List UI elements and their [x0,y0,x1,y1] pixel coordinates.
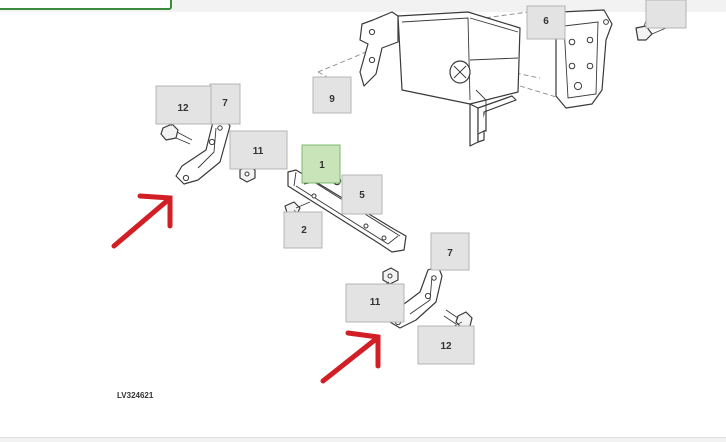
callout-9-label: 9 [329,94,335,105]
frame-assembly [317,9,667,147]
callout-6-label: 6 [543,16,549,27]
callout-7-lower[interactable]: 7 [430,232,470,271]
callout-7-upper[interactable]: 7 [209,83,241,125]
callout-6[interactable]: 6 [526,5,566,40]
red-arrow-upper [111,193,173,249]
callout-9[interactable]: 9 [312,76,352,114]
active-tab[interactable] [0,0,172,10]
callout-2-label: 2 [301,225,307,236]
callout-7-upper-label: 7 [222,98,228,109]
callout-1[interactable]: 1 [301,144,341,184]
callout-11-upper-label: 11 [253,146,264,157]
callout-5-label: 5 [359,190,365,201]
callout-12-lower[interactable]: 12 [417,325,475,365]
callout-11-upper[interactable]: 11 [229,130,288,170]
callout-1-label: 1 [319,160,325,171]
bottom-border [0,437,726,442]
callout-12-upper-label: 12 [177,103,189,114]
callout-top-right[interactable] [645,0,687,29]
callout-11-lower[interactable]: 11 [345,283,405,323]
callout-11-lower-label: 11 [370,297,381,308]
red-arrow-lower [320,330,381,384]
callout-5[interactable]: 5 [341,174,383,215]
callout-12-upper[interactable]: 12 [155,85,212,125]
callout-7-lower-label: 7 [447,248,453,259]
figure-id-label: LV324621 [117,391,154,400]
callout-12-lower-label: 12 [440,341,452,352]
callout-2[interactable]: 2 [283,211,323,249]
